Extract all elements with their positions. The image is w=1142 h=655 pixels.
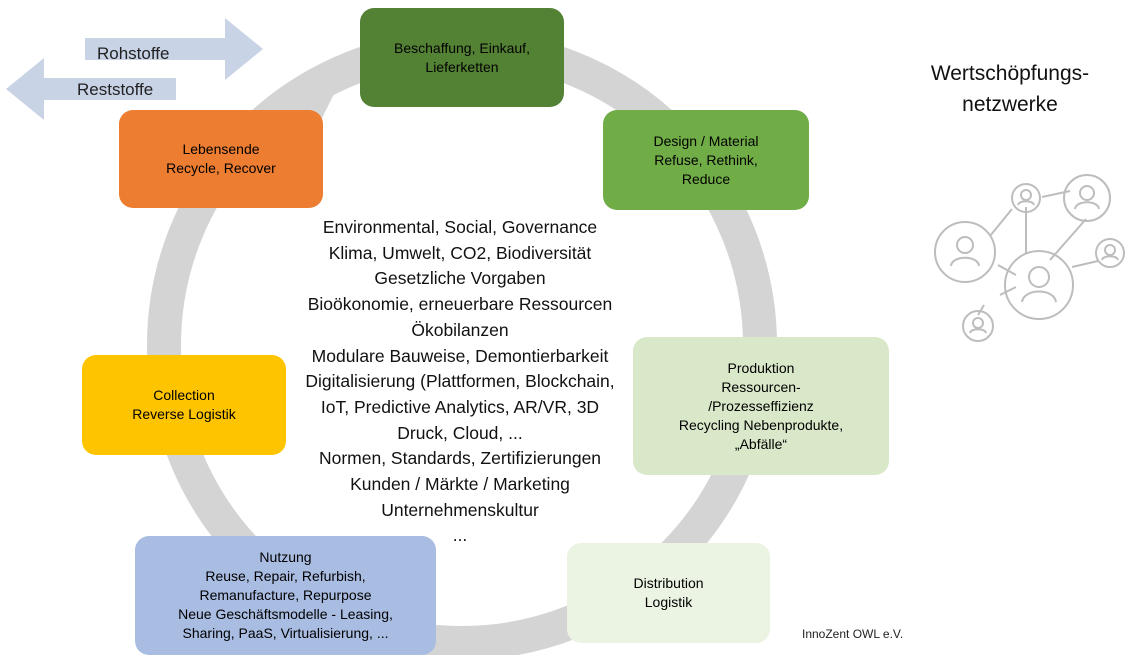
- side-title-line: Wertschöpfungs-: [930, 62, 1090, 85]
- center-topic: Unternehmenskultur: [381, 499, 539, 520]
- box-line: Reverse Logistik: [132, 406, 236, 422]
- box-line: Produktion: [727, 359, 795, 376]
- box-line: Recycle, Recover: [166, 160, 276, 176]
- box-line: Sharing, PaaS, Virtualisierung, ...: [182, 625, 389, 641]
- center-topic: Ökobilanzen: [411, 319, 509, 340]
- box-line: Beschaffung, Einkauf,: [394, 39, 530, 56]
- box-line: Distribution: [633, 575, 704, 591]
- center-topic: Modulare Bauweise, Demontierbarkeit: [311, 345, 609, 366]
- credit-text: InnoZent OWL e.V.: [802, 627, 904, 641]
- center-topic: Digitalisierung (Plattformen, Blockchain…: [305, 371, 615, 392]
- box-beschaffung: Beschaffung, Einkauf, Lieferketten: [360, 8, 564, 107]
- center-topic: Bioökonomie, erneuerbare Ressourcen: [307, 294, 613, 315]
- box-produktion: Produktion Ressourcen- /Prozesseffizienz…: [633, 337, 889, 475]
- box-line: Remanufacture, Repurpose: [199, 587, 372, 603]
- center-topic: IoT, Predictive Analytics, AR/VR, 3D: [320, 396, 600, 417]
- reststoffe-arrow: [6, 58, 176, 120]
- rohstoffe-arrow: [85, 18, 263, 80]
- box-line: Logistik: [644, 594, 693, 610]
- box-line: Reuse, Repair, Refurbish,: [205, 568, 366, 584]
- box-line: Neue Geschäftsmodelle - Leasing,: [178, 606, 393, 622]
- box-line: Design / Material: [653, 132, 759, 149]
- side-title: Wertschöpfungs- netzwerke: [905, 58, 1115, 120]
- box-line: „Abfälle“: [734, 435, 788, 452]
- box-line: Nutzung: [259, 549, 312, 565]
- box-lebensende: Lebensende Recycle, Recover: [119, 110, 323, 208]
- rohstoffe-label: Rohstoffe: [97, 44, 170, 63]
- network-people-icon: [934, 174, 1125, 342]
- box-line: Reduce: [681, 170, 731, 187]
- center-topic: Normen, Standards, Zertifizierungen: [318, 448, 602, 469]
- box-line: /Prozesseffizienz: [708, 397, 814, 414]
- box-nutzung: Nutzung Reuse, Repair, Refurbish, Remanu…: [135, 536, 436, 655]
- center-topic: Klima, Umwelt, CO2, Biodiversität: [328, 242, 592, 263]
- box-line: Refuse, Rethink,: [654, 151, 758, 168]
- center-topic: Gesetzliche Vorgaben: [374, 268, 546, 289]
- box-line: Lebensende: [182, 141, 260, 157]
- cycle-ring-arrowhead: [268, 62, 350, 122]
- center-topic: Druck, Cloud, ...: [397, 422, 523, 443]
- center-topic: ...: [452, 525, 468, 546]
- box-distribution: Distribution Logistik: [567, 543, 770, 643]
- box-design: Design / Material Refuse, Rethink, Reduc…: [603, 110, 809, 210]
- reststoffe-label: Reststoffe: [77, 80, 154, 99]
- center-topics: Environmental, Social, Governance Klima,…: [280, 215, 640, 549]
- box-line: Recycling Nebenprodukte,: [678, 416, 844, 433]
- box-line: Lieferketten: [425, 58, 499, 75]
- center-topic: Kunden / Märkte / Marketing: [350, 474, 570, 495]
- side-title-line: netzwerke: [962, 93, 1058, 116]
- box-line: Ressourcen-: [721, 378, 801, 395]
- box-collection: Collection Reverse Logistik: [82, 355, 286, 455]
- box-line: Collection: [153, 387, 215, 403]
- center-topic: Environmental, Social, Governance: [322, 217, 598, 237]
